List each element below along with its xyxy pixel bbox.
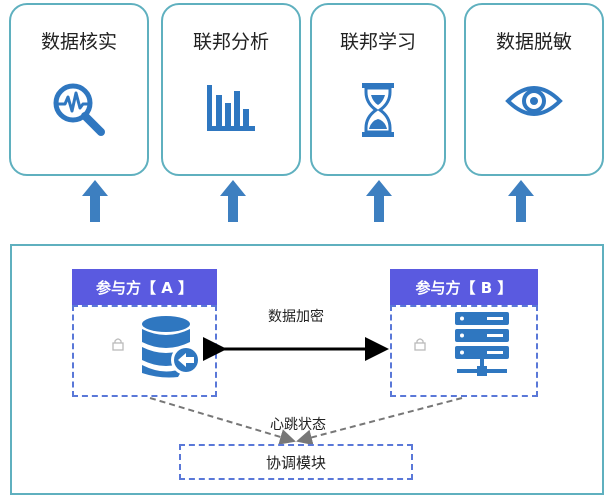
bar-chart-icon bbox=[207, 85, 255, 131]
heartbeat-line-b bbox=[296, 397, 463, 446]
lock-icon bbox=[112, 338, 124, 351]
module-title: 联邦分析 bbox=[192, 31, 269, 53]
magnifier-pulse-icon bbox=[53, 83, 105, 136]
module-title: 数据脱敏 bbox=[495, 31, 572, 53]
module-title: 数据核实 bbox=[40, 31, 117, 53]
heartbeat-label: 心跳状态 bbox=[270, 417, 326, 433]
eye-icon bbox=[505, 86, 563, 116]
collaboration-frame bbox=[10, 244, 604, 495]
database-arrow-icon bbox=[142, 316, 201, 378]
party-a-header: 参与方【 A 】 bbox=[72, 269, 217, 305]
lock-icon bbox=[414, 338, 426, 351]
server-rack-icon bbox=[455, 312, 509, 376]
module-card-data-masking: 数据脱敏 bbox=[464, 3, 604, 176]
party-b-header: 参与方【 B 】 bbox=[390, 269, 538, 305]
module-card-federated-analysis: 联邦分析 bbox=[161, 3, 301, 176]
encryption-label: 数据加密 bbox=[268, 309, 324, 325]
module-card-data-verification: 数据核实 bbox=[9, 3, 149, 176]
up-arrow-icon bbox=[82, 180, 108, 222]
up-arrow-icon bbox=[220, 180, 246, 222]
coordinator-box: 协调模块 bbox=[179, 444, 413, 480]
heartbeat-line-a bbox=[149, 397, 296, 445]
up-arrow-icon bbox=[508, 180, 534, 222]
module-title: 联邦学习 bbox=[339, 31, 416, 53]
module-card-federated-learning: 联邦学习 bbox=[310, 3, 446, 176]
hourglass-icon bbox=[362, 83, 394, 137]
up-arrow-icon bbox=[366, 180, 392, 222]
